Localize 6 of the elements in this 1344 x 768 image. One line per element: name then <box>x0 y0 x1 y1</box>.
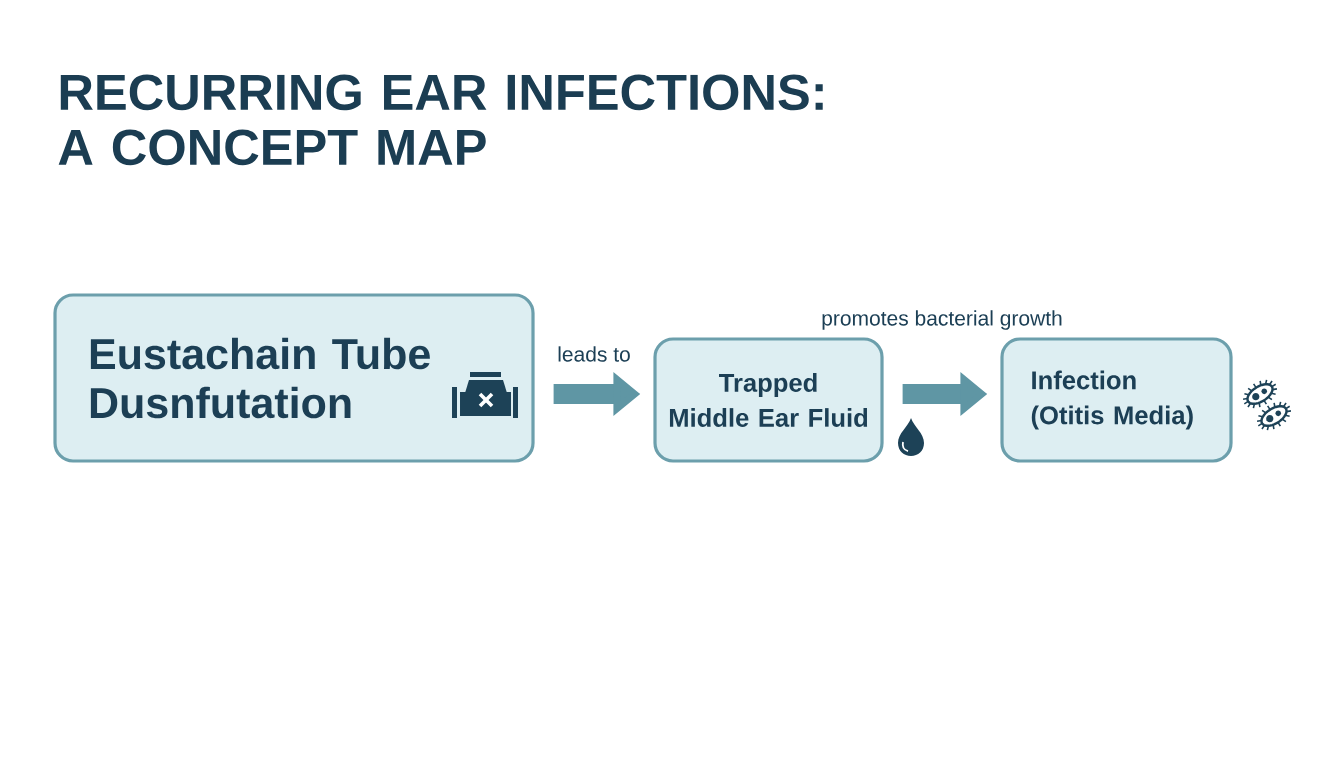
concept-box: Infection (Otitis Media) <box>1000 337 1233 463</box>
title: RECURRING EAR INFECTIONS: A CONCEPT MAP <box>58 74 823 166</box>
concept-box: Trapped Middle Ear Fluid <box>653 337 884 463</box>
concept-box: Eustachain Tube Dusnfutation <box>53 293 535 463</box>
edge-label: leads to <box>558 346 630 362</box>
edge-label: promotes bacterial growth <box>822 310 1062 330</box>
